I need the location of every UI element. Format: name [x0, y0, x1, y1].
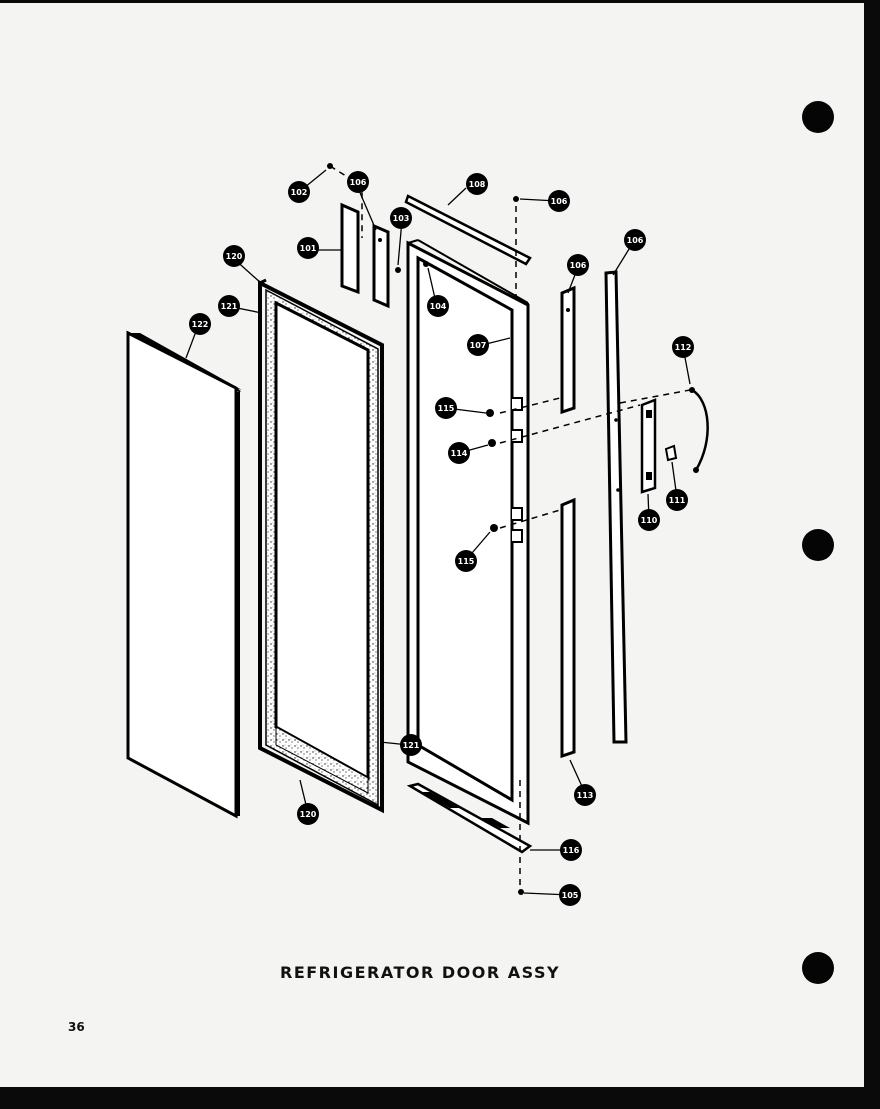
svg-text:111: 111	[669, 496, 686, 505]
callout-120-bottom: 120	[297, 803, 319, 825]
svg-text:105: 105	[562, 891, 579, 900]
svg-text:121: 121	[221, 302, 238, 311]
hinge-strip	[560, 285, 576, 415]
callout-112: 112	[672, 336, 694, 358]
svg-text:106: 106	[570, 261, 587, 270]
binder-hole-bottom	[802, 952, 834, 984]
page-number: 36	[68, 1020, 85, 1034]
callout-106-top-right: 106	[548, 190, 570, 212]
svg-text:107: 107	[470, 341, 487, 350]
screws	[327, 163, 524, 895]
svg-text:115: 115	[458, 557, 475, 566]
callout-102: 102	[288, 181, 310, 203]
callout-101: 101	[297, 237, 319, 259]
svg-text:106: 106	[551, 197, 568, 206]
callout-113: 113	[574, 784, 596, 806]
svg-text:101: 101	[300, 244, 317, 253]
callout-115-top: 115	[435, 397, 457, 419]
svg-text:120: 120	[226, 252, 243, 261]
svg-text:114: 114	[451, 449, 468, 458]
callout-114: 114	[448, 442, 470, 464]
scan-border-bottom	[0, 1087, 880, 1109]
callout-116: 116	[560, 839, 582, 861]
svg-text:106: 106	[627, 236, 644, 245]
svg-text:104: 104	[430, 302, 447, 311]
svg-text:115: 115	[438, 404, 455, 413]
side-trim	[604, 270, 628, 744]
small-pad	[664, 444, 678, 462]
callout-111: 111	[666, 489, 688, 511]
svg-text:106: 106	[350, 178, 367, 187]
svg-text:102: 102	[291, 188, 308, 197]
diagram-title: REFRIGERATOR DOOR ASSY	[280, 963, 561, 982]
scan-border-top	[0, 0, 880, 3]
callout-104: 104	[427, 295, 449, 317]
svg-text:110: 110	[641, 516, 658, 525]
bottom-hinge-strip	[406, 782, 533, 854]
binder-hole-middle	[802, 529, 834, 561]
callout-106-hinge: 106	[567, 254, 589, 276]
svg-text:112: 112	[675, 343, 692, 352]
callout-108: 108	[466, 173, 488, 195]
callout-121-bottom: 121	[400, 734, 422, 756]
top-bracket-103	[372, 223, 390, 309]
door-liner-frame	[406, 239, 530, 826]
svg-text:103: 103	[393, 214, 410, 223]
callout-106-top-left: 106	[347, 171, 369, 193]
door-outer-panel	[126, 330, 242, 819]
svg-text:121: 121	[403, 741, 420, 750]
callout-115-bottom: 115	[455, 550, 477, 572]
callout-103: 103	[390, 207, 412, 229]
door-spring	[689, 387, 709, 473]
callout-107: 107	[467, 334, 489, 356]
door-gasket-frame	[258, 278, 384, 814]
callout-109: 106	[624, 229, 646, 251]
svg-text:113: 113	[577, 791, 594, 800]
scan-border-right	[864, 0, 880, 1109]
callout-122: 122	[189, 313, 211, 335]
callout-106-bottom: 105	[559, 884, 581, 906]
svg-text:108: 108	[469, 180, 486, 189]
top-bracket-101	[340, 202, 360, 295]
svg-text:120: 120	[300, 810, 317, 819]
svg-text:116: 116	[563, 846, 580, 855]
door-top-strip	[404, 194, 532, 266]
callout-120-top: 120	[223, 245, 245, 267]
callout-110: 110	[638, 509, 660, 531]
svg-text:122: 122	[192, 320, 209, 329]
door-stop-bracket	[640, 398, 657, 494]
callout-121-top: 121	[218, 295, 240, 317]
binder-hole-top	[802, 101, 834, 133]
lower-strip	[560, 497, 576, 759]
